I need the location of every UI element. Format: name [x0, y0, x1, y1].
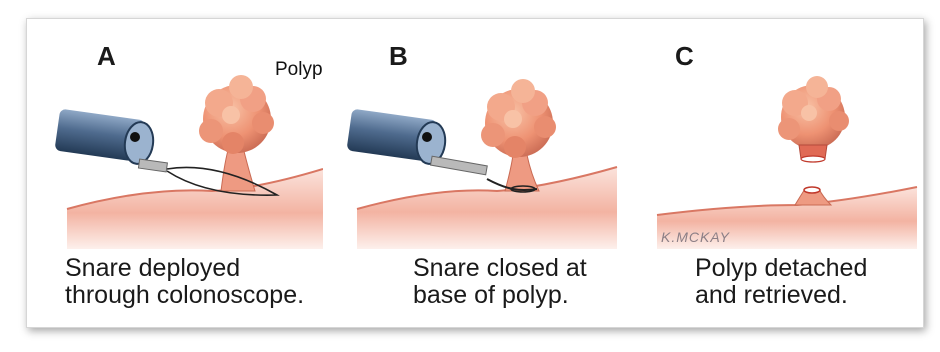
caption-line: base of polyp. — [413, 282, 587, 309]
caption-line: through colonoscope. — [65, 282, 304, 309]
panel-letter: C — [675, 41, 694, 72]
panel-b: B Snare closed at base of polyp. — [327, 19, 623, 327]
figure-frame: A Polyp Snare deployed through colonosco… — [26, 18, 924, 328]
panel-letter: B — [389, 41, 408, 72]
colonoscope — [54, 109, 167, 172]
panel-caption: Snare closed at base of polyp. — [413, 255, 587, 309]
polyp-head — [481, 79, 556, 158]
detached-polyp — [778, 76, 849, 162]
caption-line: Snare deployed — [65, 255, 304, 282]
caption-line: Snare closed at — [413, 255, 587, 282]
panel-c: C K.MCKAY Polyp detached and retrieved. — [627, 19, 923, 327]
colonoscope — [346, 109, 487, 175]
artist-signature: K.MCKAY — [661, 229, 730, 245]
caption-line: Polyp detached — [695, 255, 867, 282]
panel-b-illustration — [327, 19, 623, 249]
panel-a-illustration — [27, 19, 323, 249]
caption-line: and retrieved. — [695, 282, 867, 309]
polyp-head — [199, 75, 274, 154]
panel-letter: A — [97, 41, 116, 72]
polyp-stalk — [221, 147, 255, 191]
panel-c-illustration — [627, 19, 923, 249]
cut-site — [804, 187, 820, 193]
panel-caption: Polyp detached and retrieved. — [695, 255, 867, 309]
panel-a: A Polyp Snare deployed through colonosco… — [27, 19, 323, 327]
panel-caption: Snare deployed through colonoscope. — [65, 255, 304, 309]
colon-wall — [67, 169, 323, 249]
polyp-callout: Polyp — [275, 59, 323, 81]
